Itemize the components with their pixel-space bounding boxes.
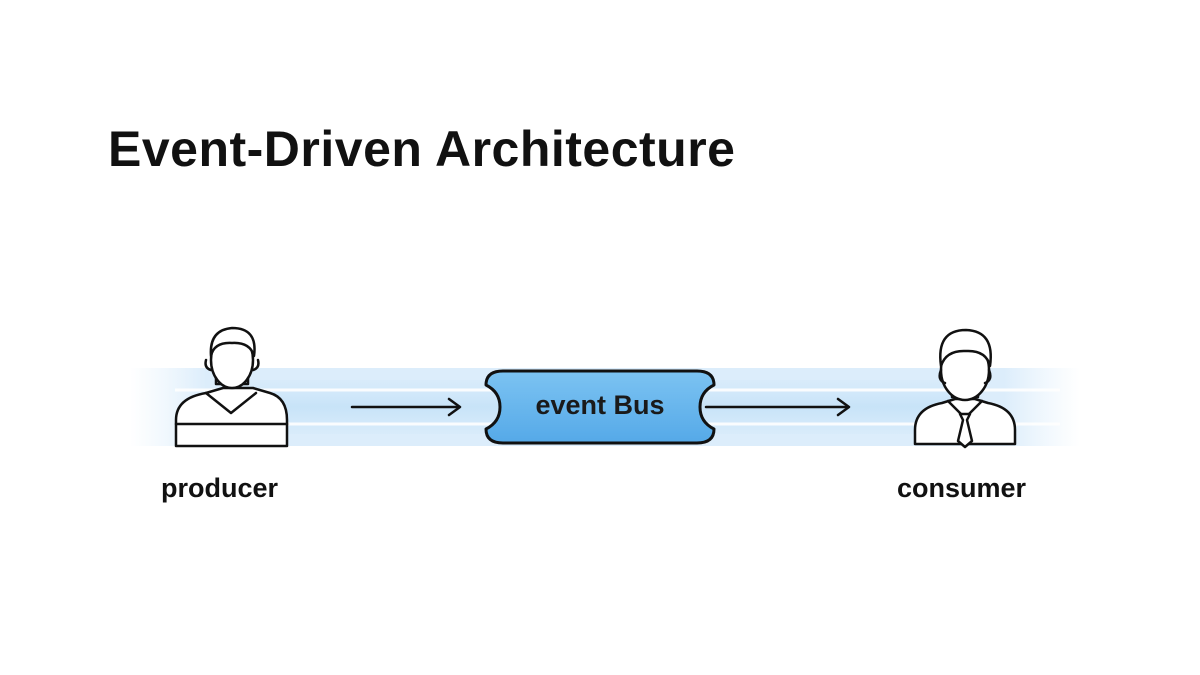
producer-label: producer: [161, 473, 279, 503]
arrow-producer-to-bus: [350, 397, 462, 417]
event-bus: [484, 369, 716, 445]
arrow-bus-to-consumer: [704, 397, 851, 417]
page-title: Event-Driven Architecture: [108, 121, 736, 177]
consumer-label: consumer: [897, 473, 1027, 503]
event-bus-label: event Bus: [535, 390, 665, 420]
producer-person-icon: [174, 326, 289, 448]
consumer-person-icon: [913, 328, 1017, 449]
